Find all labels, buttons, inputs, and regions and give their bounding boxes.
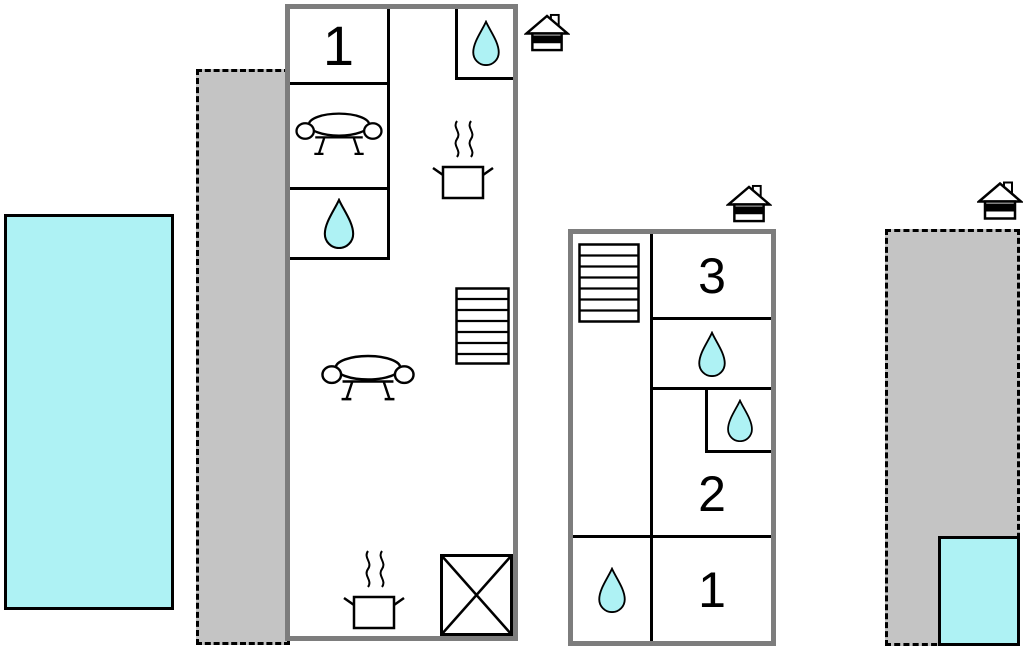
room-3: 3 bbox=[653, 234, 771, 320]
room-bathroom-annex-upper bbox=[653, 320, 771, 390]
room-lounge bbox=[290, 85, 390, 190]
water-drop-icon bbox=[695, 330, 729, 377]
room-2-label: 2 bbox=[698, 466, 726, 522]
room-1-annex: 1 bbox=[653, 535, 771, 641]
water-drop-icon bbox=[320, 198, 358, 249]
room-bedroom-1-label: 1 bbox=[322, 13, 355, 77]
stairs-icon bbox=[455, 287, 510, 365]
terrace-right bbox=[885, 229, 1020, 646]
swimming-pool bbox=[4, 214, 174, 610]
room-1-annex-label: 1 bbox=[698, 561, 726, 618]
room-shower-top bbox=[455, 9, 513, 80]
house-chimney-icon bbox=[524, 13, 570, 53]
stairs-icon bbox=[578, 243, 640, 323]
stove-pot-icon bbox=[430, 117, 494, 203]
water-drop-icon bbox=[595, 566, 629, 613]
house-chimney-icon bbox=[977, 179, 1023, 223]
main-building: 1 bbox=[285, 4, 518, 641]
sofa-icon bbox=[294, 110, 383, 163]
cross-icon bbox=[440, 554, 513, 636]
room-utility-cross bbox=[440, 554, 513, 636]
room-bedroom-1: 1 bbox=[290, 9, 390, 85]
water-drop-icon bbox=[724, 398, 756, 442]
water-drop-icon bbox=[469, 20, 503, 66]
room-bathroom-annex-small bbox=[705, 390, 771, 453]
stove-pot-icon bbox=[341, 547, 405, 633]
terrace-left bbox=[196, 69, 290, 645]
annex-wall-divider bbox=[650, 234, 653, 641]
plunge-pool bbox=[938, 536, 1020, 646]
room-3-label: 3 bbox=[698, 247, 726, 304]
annex-building: 3 2 bbox=[568, 229, 776, 646]
room-bathroom-main bbox=[290, 190, 390, 260]
room-bathroom-annex-lower bbox=[573, 535, 650, 641]
room-2: 2 bbox=[653, 453, 771, 535]
sofa-icon bbox=[320, 351, 416, 409]
house-chimney-icon bbox=[726, 184, 772, 224]
